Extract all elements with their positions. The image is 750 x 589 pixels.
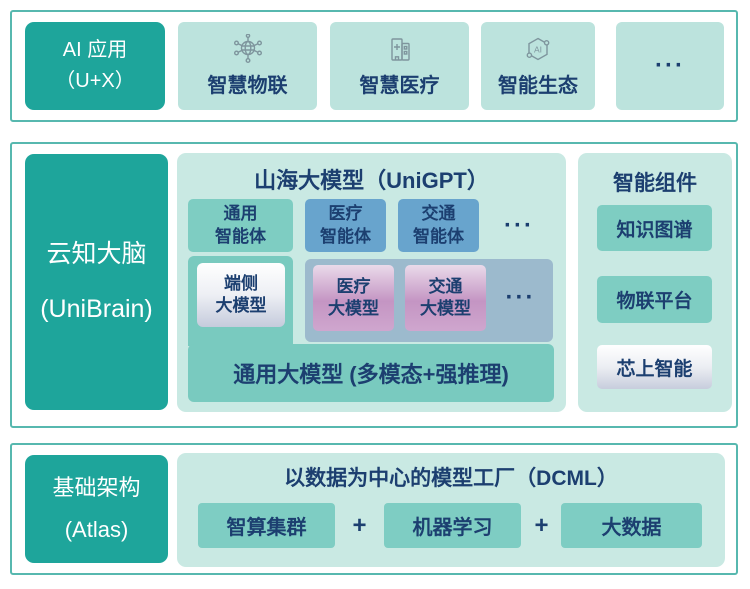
hospital-icon xyxy=(383,34,417,66)
app-smart-healthcare: 智慧医疗 xyxy=(330,22,469,110)
ai-applications-pill-line1: AI 应用 xyxy=(62,39,128,61)
atlas-pill-line2: (Atlas) xyxy=(64,517,129,542)
agent-medical-box: 医疗 智能体 xyxy=(305,199,386,252)
edge-model-line1: 端侧 xyxy=(224,273,258,293)
app-smart-iot-label: 智慧物联 xyxy=(207,75,288,97)
section-ai-applications: AI 应用 （U+X） 智慧物联 xyxy=(10,10,738,122)
machine-learning-box: 机器学习 xyxy=(384,503,521,548)
agent-general-line1: 通用 xyxy=(223,204,258,224)
agent-traffic-line2: 智能体 xyxy=(413,226,464,246)
edge-model-line2: 大模型 xyxy=(215,296,267,315)
ai-hexagon-icon: AI xyxy=(521,34,555,66)
plus-sign-2: + xyxy=(534,511,549,539)
traffic-model-line1: 交通 xyxy=(428,276,463,296)
app-smart-iot: 智慧物联 xyxy=(178,22,317,110)
agent-medical-line1: 医疗 xyxy=(328,204,363,224)
app-smart-healthcare-label: 智慧医疗 xyxy=(359,75,440,97)
ai-applications-pill-line2: （U+X） xyxy=(55,70,135,92)
agent-medical-line2: 智能体 xyxy=(320,226,371,246)
agent-traffic-line1: 交通 xyxy=(421,204,456,224)
app-smart-ecosystem: AI 智能生态 xyxy=(481,22,595,110)
agent-general-box: 通用 智能体 xyxy=(188,199,293,252)
big-data-box: 大数据 xyxy=(561,503,702,548)
edge-model-box: 端侧 大模型 xyxy=(197,263,285,327)
unibrain-pill: 云知大脑 (UniBrain) xyxy=(25,154,168,410)
atlas-pill: 基础架构 (Atlas) xyxy=(25,455,168,563)
dcml-title: 以数据为中心的模型工厂（DCML） xyxy=(284,467,618,490)
iot-network-icon xyxy=(231,34,265,66)
section-infrastructure: 基础架构 (Atlas) 以数据为中心的模型工厂（DCML） 智算集群 + 机器… xyxy=(10,443,738,575)
compute-cluster-box: 智算集群 xyxy=(198,503,335,548)
section-unibrain: 云知大脑 (UniBrain) 山海大模型（UniGPT） 通用 智能体 医疗 … xyxy=(10,142,738,428)
unigpt-panel: 山海大模型（UniGPT） 通用 智能体 医疗 智能体 交通 智能体 ··· 端… xyxy=(177,153,566,412)
agent-traffic-box: 交通 智能体 xyxy=(398,199,479,252)
plus-sign-1: + xyxy=(352,511,367,539)
foundation-model-bar: 通用大模型 (多模态+强推理) xyxy=(188,344,554,402)
svg-text:AI: AI xyxy=(534,45,542,55)
agent-general-line2: 智能体 xyxy=(215,226,266,246)
ai-applications-pill: AI 应用 （U+X） xyxy=(25,22,165,110)
app-smart-ecosystem-label: 智能生态 xyxy=(498,75,578,97)
domain-models-container: 医疗 大模型 交通 大模型 ··· xyxy=(305,259,553,342)
components-panel: 智能组件 知识图谱 物联平台 芯上智能 xyxy=(578,153,732,412)
iot-platform-box: 物联平台 xyxy=(597,276,712,323)
components-title: 智能组件 xyxy=(613,172,697,195)
knowledge-graph-box: 知识图谱 xyxy=(597,205,712,251)
agents-more-ellipsis: ··· xyxy=(504,211,534,239)
dcml-panel: 以数据为中心的模型工厂（DCML） 智算集群 + 机器学习 + 大数据 xyxy=(177,453,725,567)
atlas-pill-line1: 基础架构 xyxy=(52,475,141,501)
traffic-model-line2: 大模型 xyxy=(420,299,471,318)
traffic-model-box: 交通 大模型 xyxy=(405,265,486,331)
medical-model-line2: 大模型 xyxy=(328,299,379,318)
unigpt-title: 山海大模型（UniGPT） xyxy=(254,168,489,193)
on-chip-ai-box: 芯上智能 xyxy=(597,345,712,389)
app-more-ellipsis: ··· xyxy=(616,22,724,110)
models-more-ellipsis: ··· xyxy=(505,284,536,311)
unibrain-pill-line1: 云知大脑 xyxy=(46,240,147,268)
medical-model-line1: 医疗 xyxy=(336,276,371,296)
medical-model-box: 医疗 大模型 xyxy=(313,265,394,331)
unibrain-pill-line2: (UniBrain) xyxy=(40,295,153,323)
